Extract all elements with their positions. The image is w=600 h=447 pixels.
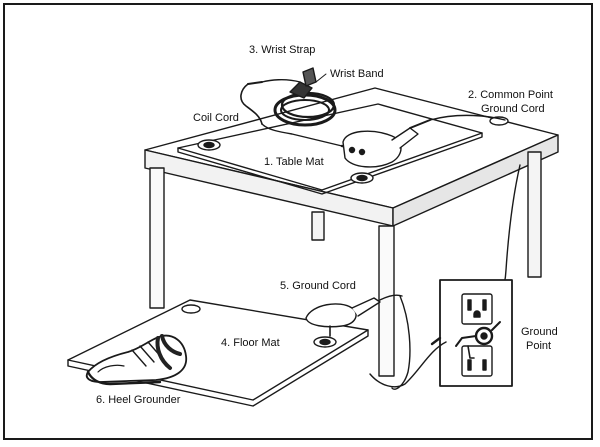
ground-cord-plug	[305, 294, 403, 337]
floor-ground-cord	[369, 295, 447, 390]
wrist-band	[247, 67, 337, 127]
table-right-edge	[392, 134, 559, 227]
label-floor-mat: 4. Floor Mat	[221, 337, 280, 349]
table-leg-front-right	[378, 225, 395, 377]
table-leg-back-left	[311, 211, 325, 241]
label-heel-grounder: 6. Heel Grounder	[96, 394, 181, 406]
label-coil-cord: Coil Cord	[193, 112, 239, 124]
table-leg-front-left	[149, 167, 165, 309]
table-mat-snaps	[197, 116, 509, 184]
label-wrist-strap: 3. Wrist Strap	[249, 44, 316, 56]
common-point-plug	[342, 119, 431, 168]
label-ground-point-line1: Ground	[521, 326, 558, 338]
table-leg-back-right	[527, 151, 542, 278]
wall-outlet	[439, 279, 513, 387]
label-ground-cord: 5. Ground Cord	[280, 280, 356, 292]
shoe-with-heel-grounder	[85, 334, 188, 386]
label-table-mat: 1. Table Mat	[264, 156, 324, 168]
label-common-point-line2: Ground Cord	[481, 103, 545, 115]
label-wrist-band: Wrist Band	[330, 68, 384, 80]
wrist-band-pointer	[315, 73, 327, 83]
label-common-point-line1: 2. Common Point	[468, 89, 553, 101]
label-ground-point-line2: Point	[526, 340, 552, 352]
